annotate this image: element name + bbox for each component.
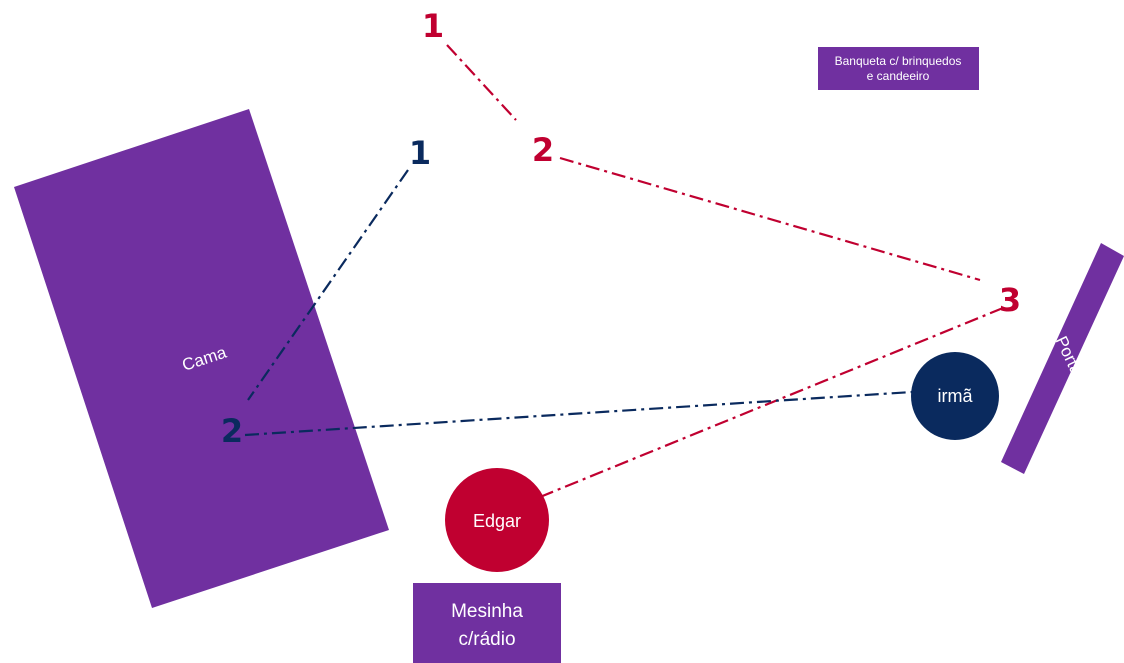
red-step-1: 1	[422, 7, 444, 45]
blue-path-line	[244, 169, 913, 437]
sister-label: irmã	[938, 386, 974, 406]
blue-step-1: 1	[409, 134, 431, 172]
table-label-line1: Mesinha	[451, 601, 523, 622]
sister-circle	[911, 352, 999, 440]
red-step-3: 3	[999, 281, 1021, 319]
door-shape	[1001, 243, 1124, 474]
bench-label-line1: Banqueta c/ brinquedos	[835, 54, 962, 68]
bench-label-line2: e candeeiro	[867, 69, 930, 83]
edgar-circle	[445, 468, 549, 572]
table-shape	[413, 583, 561, 663]
red-step-2: 2	[532, 131, 554, 169]
table-label-line2: c/rádio	[458, 629, 515, 650]
red-path-line	[446, 44, 1004, 499]
edgar-label: Edgar	[473, 511, 521, 531]
blue-step-2: 2	[221, 412, 243, 450]
bench-shape	[818, 47, 979, 90]
bed-shape	[14, 109, 389, 608]
